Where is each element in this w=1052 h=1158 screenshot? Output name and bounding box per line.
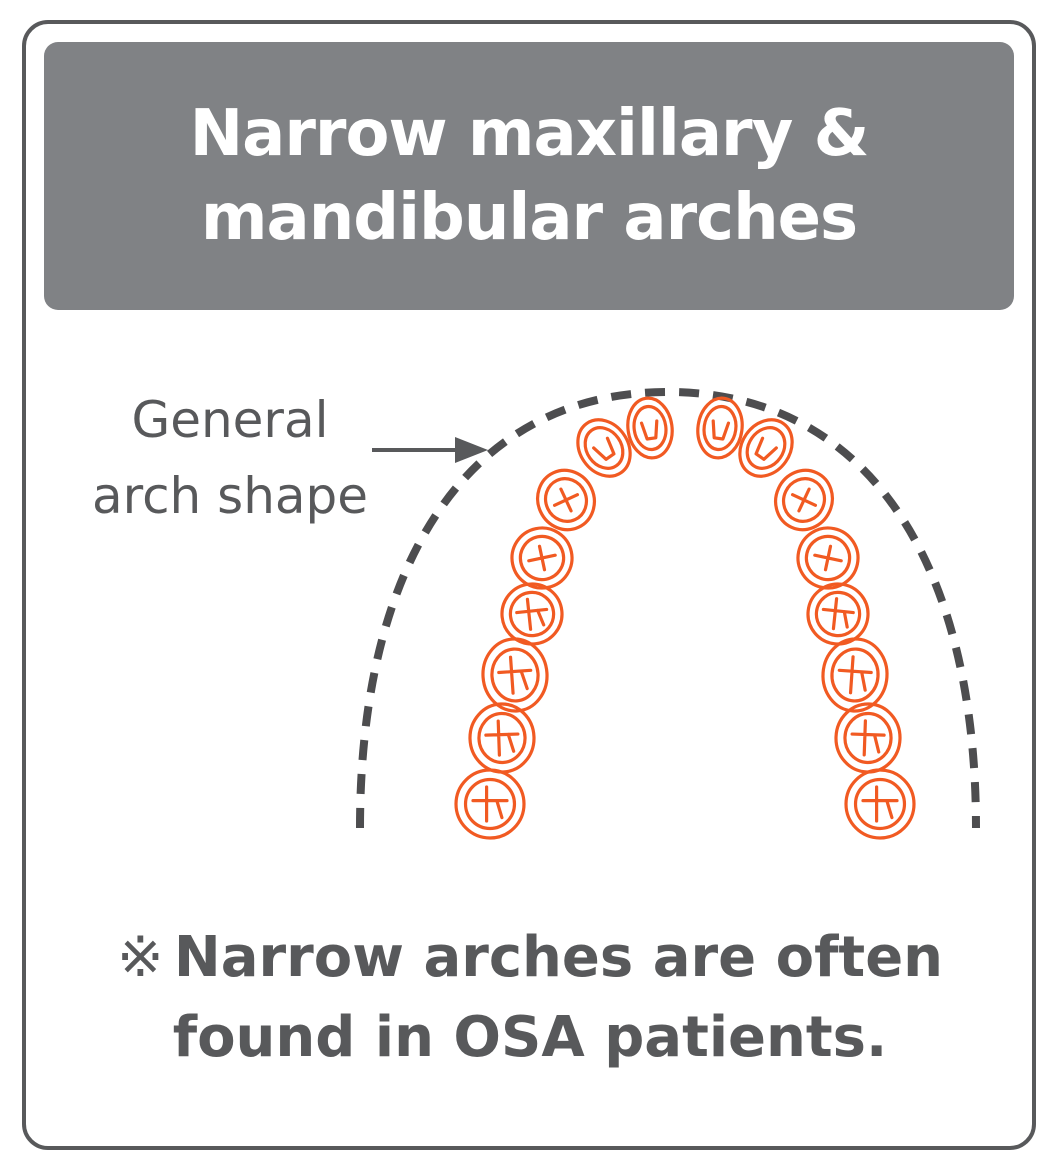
- note-line-1-text: Narrow arches are often: [173, 925, 944, 990]
- tooth: [481, 637, 549, 713]
- arch-label-line-1: General: [131, 391, 329, 449]
- note-line-2: found in OSA patients.: [172, 1005, 888, 1070]
- tooth: [821, 637, 889, 713]
- dashed-arch-curve: [356, 387, 980, 829]
- tooth: [844, 768, 916, 840]
- tooth: [696, 396, 744, 460]
- tooth: [834, 702, 902, 774]
- title-line-2: mandibular arches: [200, 181, 858, 255]
- note-line-1: ※Narrow arches are often: [70, 918, 990, 998]
- note-text: ※Narrow arches are often found in OSA pa…: [70, 918, 990, 1078]
- tooth: [738, 418, 794, 478]
- tooth: [806, 582, 870, 646]
- right-arrow-icon: [372, 437, 488, 463]
- arch-shape-label: General arch shape: [60, 382, 400, 534]
- tooth: [536, 468, 596, 532]
- tooth: [774, 468, 834, 532]
- tooth: [576, 418, 632, 478]
- arch-label-line-2: arch shape: [91, 467, 369, 525]
- tooth: [626, 396, 674, 460]
- tooth: [500, 582, 564, 646]
- tooth: [454, 768, 526, 840]
- tooth: [468, 702, 536, 774]
- dental-arch-teeth: [454, 396, 916, 840]
- tooth: [796, 526, 860, 590]
- title-banner: Narrow maxillary & mandibular arches: [44, 42, 1014, 310]
- title-line-1: Narrow maxillary &: [189, 97, 870, 171]
- reference-mark-icon: ※: [116, 925, 164, 990]
- tooth: [510, 526, 574, 590]
